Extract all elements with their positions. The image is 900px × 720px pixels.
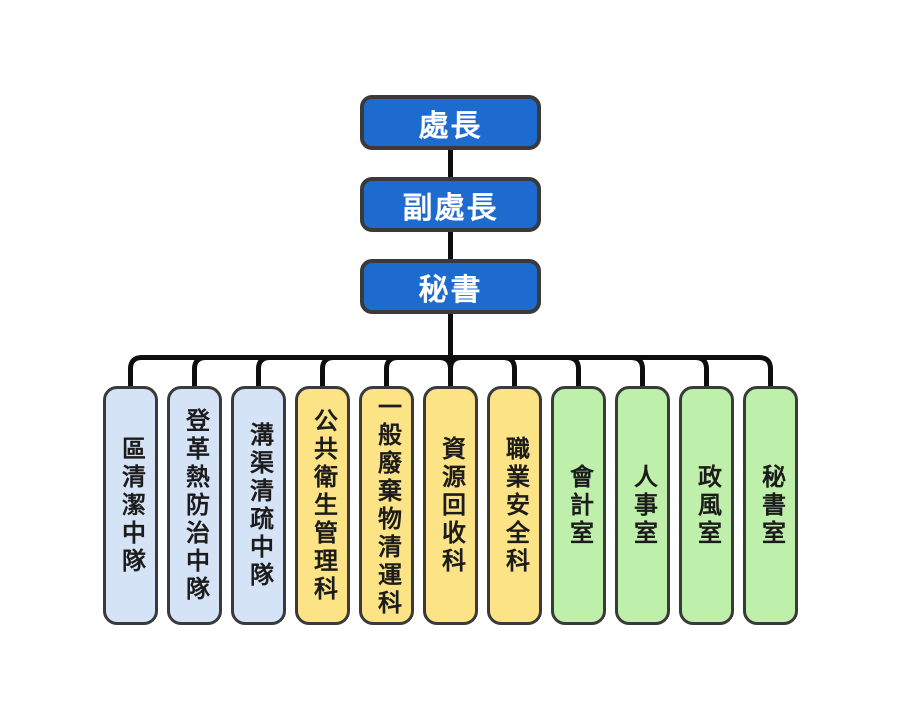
node-label: 資源回收科 (437, 435, 465, 576)
node-director-label: 處長 (418, 109, 483, 143)
node-secretary: 秘書 (360, 259, 541, 314)
node-label: 公共衛生管理科 (309, 407, 337, 604)
department-row: 區清潔中隊 登革熱防治中隊 溝渠清疏中隊 公共衛生管理科 一般廢棄物清運科 資源… (103, 386, 798, 625)
node-label: 政風室 (693, 463, 721, 548)
node-label: 秘書室 (757, 463, 785, 548)
connector-drop (502, 355, 517, 388)
connector-junction-right (448, 355, 463, 370)
node-label: 人事室 (629, 463, 657, 548)
node-district-cleaning-squad: 區清潔中隊 (103, 386, 158, 625)
node-general-waste-clearance-section: 一般廢棄物清運科 (359, 386, 414, 625)
node-personnel-office: 人事室 (615, 386, 670, 625)
node-label: 一般廢棄物清運科 (373, 393, 401, 618)
node-deputy-director-label: 副處長 (402, 191, 499, 225)
connector-drop (384, 355, 399, 388)
node-occupational-safety-section: 職業安全科 (487, 386, 542, 625)
node-label: 登革熱防治中隊 (181, 407, 209, 604)
node-deputy-director: 副處長 (360, 177, 541, 232)
node-label: 溝渠清疏中隊 (245, 421, 273, 590)
node-director: 處長 (360, 95, 541, 150)
connector-drop (694, 355, 709, 388)
node-label: 職業安全科 (501, 435, 529, 576)
node-resource-recycling-section: 資源回收科 (423, 386, 478, 625)
node-label: 區清潔中隊 (117, 435, 145, 576)
connector-drop (630, 355, 645, 388)
node-secretary-label: 秘書 (418, 273, 483, 307)
connector-drop (566, 355, 581, 388)
node-dengue-prevention-squad: 登革熱防治中隊 (167, 386, 222, 625)
connector-tree (128, 146, 773, 388)
node-label: 會計室 (565, 463, 593, 548)
node-accounting-office: 會計室 (551, 386, 606, 625)
connector-drop (256, 355, 271, 388)
node-ethics-office: 政風室 (679, 386, 734, 625)
connector-drop (320, 355, 335, 388)
node-ditch-dredging-squad: 溝渠清疏中隊 (231, 386, 286, 625)
connector-bus (128, 355, 773, 388)
node-secretariat-office: 秘書室 (743, 386, 798, 625)
connector-drop (192, 355, 207, 388)
node-public-health-management-section: 公共衛生管理科 (295, 386, 350, 625)
